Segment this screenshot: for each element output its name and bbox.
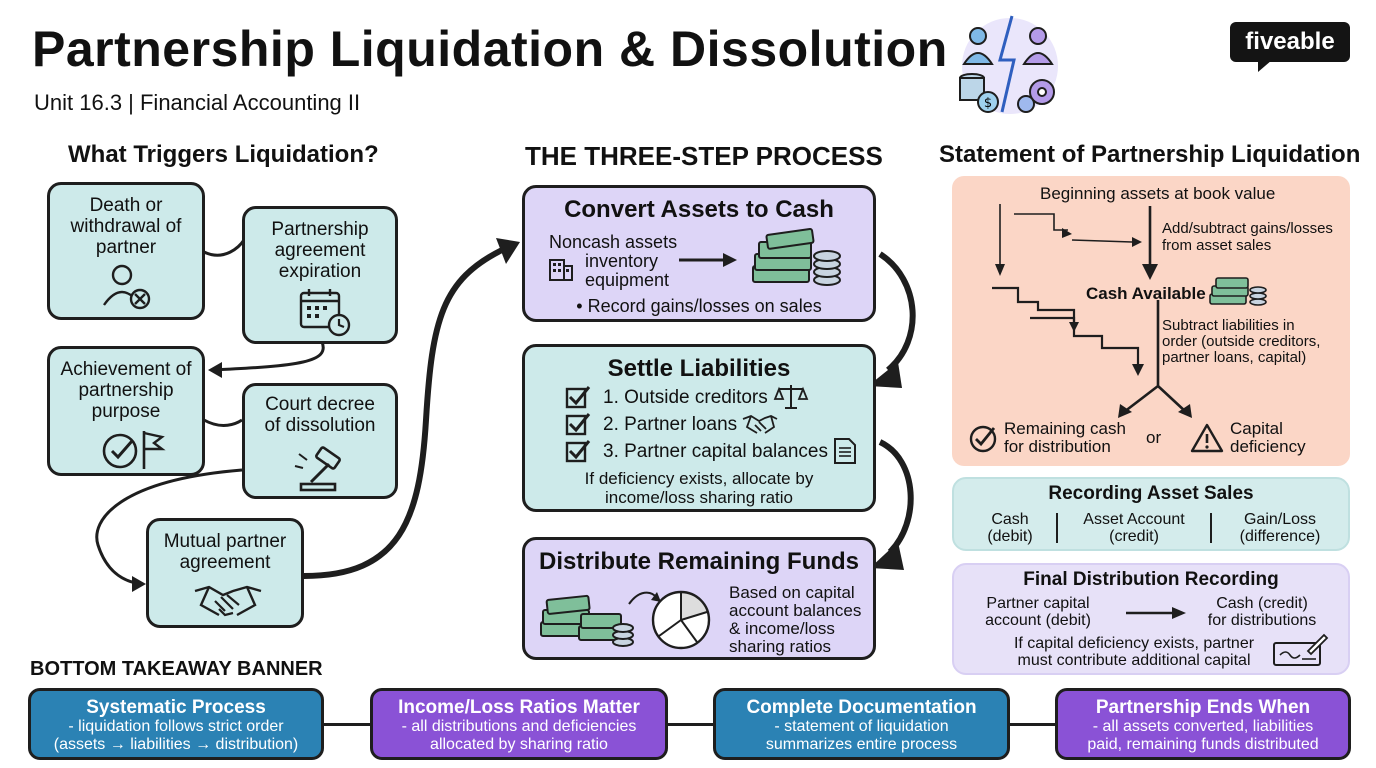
liability-item: 1. Outside creditors (603, 387, 768, 408)
money-to-pie-icon (540, 590, 711, 650)
scales-icon (773, 385, 809, 409)
beginning-assets: Beginning assets at book value (1040, 184, 1276, 203)
column-divider (1210, 513, 1212, 543)
statement-flow-arrows (992, 204, 1192, 418)
takeaway-detail: (assets → liabilities → distribution) (53, 736, 299, 753)
noncash-asset-list: inventory equipment (585, 251, 670, 290)
takeaway-detail: - all distributions and deficiencies (401, 718, 637, 735)
step-title: Settle Liabilities (607, 355, 791, 382)
document-icon (834, 438, 856, 464)
takeaway-detail: - liquidation follows strict order (68, 718, 284, 735)
statement-heading: Statement of Partnership Liquidation (939, 141, 1361, 168)
final-distribution-recording: Final Distribution Recording Partner cap… (952, 563, 1350, 675)
checkbox-icon (565, 386, 591, 409)
record-gains-note: • Record gains/losses on sales (576, 296, 822, 316)
arrow-right-icon (1126, 607, 1186, 619)
trigger-label: Achievement of partnership purpose (60, 359, 192, 422)
distribution-basis: Based on capital account balances & inco… (729, 583, 862, 656)
takeaway-detail: allocated by sharing ratio (430, 736, 608, 753)
takeaway-heading: BOTTOM TAKEAWAY BANNER (30, 658, 323, 680)
journal-col-cash: Cash (debit) (987, 511, 1033, 545)
user-x-icon (103, 264, 151, 310)
trigger-purpose-achieved: Achievement of partnership purpose (47, 346, 205, 476)
subtract-liabilities-step: Subtract liabilities in order (outside c… (1162, 317, 1321, 366)
takeaway-title: Systematic Process (86, 697, 266, 718)
capital-deficiency-outcome: Capital deficiency (1230, 419, 1306, 456)
or-label: or (1146, 428, 1162, 447)
check-circle-icon (969, 425, 997, 453)
liability-item: 3. Partner capital balances (603, 441, 828, 462)
page-title: Partnership Liquidation & Dissolution (32, 21, 948, 77)
gavel-icon (294, 446, 341, 492)
deficiency-note: If deficiency exists, allocate by income… (584, 469, 814, 507)
step-title: Convert Assets to Cash (564, 196, 834, 223)
cash-icon (1209, 277, 1267, 306)
step-distribute-funds: Distribute Remaining Funds Based on capi… (522, 537, 876, 660)
brand-logo: fiveable (1230, 22, 1350, 72)
trigger-agreement-expiration: Partnership agreement expiration (242, 206, 398, 344)
partner-capital-debit: Partner capital account (debit) (985, 595, 1091, 629)
step-title: Distribute Remaining Funds (538, 548, 859, 575)
trigger-label: Mutual partner agreement (163, 531, 287, 573)
gains-losses-step: Add/subtract gains/losses from asset sal… (1162, 220, 1333, 254)
checkbox-icon (565, 413, 591, 436)
final-distribution-title: Final Distribution Recording (1023, 569, 1279, 590)
takeaway-ratios-matter: Income/Loss Ratios Matter - all distribu… (370, 688, 668, 760)
check-signature-icon (1273, 633, 1329, 666)
takeaway-detail: summarizes entire process (765, 736, 958, 753)
trigger-label: Partnership agreement expiration (271, 219, 369, 282)
takeaway-partnership-ends: Partnership Ends When - all assets conve… (1055, 688, 1351, 760)
brand-name: fiveable (1245, 28, 1335, 55)
noncash-assets-label: Noncash assets (549, 232, 678, 252)
check-flag-icon (102, 431, 166, 469)
building-icon (549, 259, 573, 281)
deficiency-contribution-note: If capital deficiency exists, partner mu… (1013, 635, 1255, 669)
takeaway-systematic-process: Systematic Process - liquidation follows… (28, 688, 324, 760)
takeaway-title: Income/Loss Ratios Matter (398, 697, 640, 718)
journal-col-asset: Asset Account (credit) (1083, 511, 1185, 545)
partners-split-icon: $ (959, 15, 1058, 114)
trigger-connectors (95, 238, 520, 592)
recording-sales-title: Recording Asset Sales (1048, 483, 1254, 504)
step-settle-liabilities: Settle Liabilities 1. Outside creditors … (522, 344, 876, 512)
cash-credit: Cash (credit) for distributions (1207, 595, 1317, 629)
takeaway-title: Partnership Ends When (1095, 697, 1311, 718)
statement-liquidation: Beginning assets at book value Add/subtr… (952, 176, 1350, 466)
trigger-label: Death or withdrawal of partner (70, 195, 182, 258)
takeaway-detail: - statement of liquidation (774, 718, 949, 735)
handshake-icon (194, 585, 262, 617)
step-convert-assets: Convert Assets to Cash Noncash assets in… (522, 185, 876, 322)
trigger-mutual-agreement: Mutual partner agreement (146, 518, 304, 628)
recording-asset-sales: Recording Asset Sales Cash (debit) Asset… (952, 477, 1350, 551)
banner-connector (320, 723, 1060, 726)
cash-stack-icon (752, 227, 841, 286)
handshake-icon (742, 415, 778, 434)
svg-text:$: $ (984, 96, 992, 111)
trigger-label: Court decree of dissolution (264, 394, 376, 436)
warning-icon (1190, 423, 1224, 453)
page-subtitle: Unit 16.3 | Financial Accounting II (34, 90, 361, 115)
process-heading: THE THREE-STEP PROCESS (525, 141, 883, 171)
checkbox-icon (565, 440, 591, 463)
remaining-cash-outcome: Remaining cash for distribution (1004, 419, 1126, 456)
arrow-right-icon (679, 253, 737, 267)
trigger-death-withdrawal: Death or withdrawal of partner (47, 182, 205, 320)
trigger-court-decree: Court decree of dissolution (242, 383, 398, 499)
calendar-clock-icon (299, 289, 351, 337)
triggers-heading: What Triggers Liquidation? (68, 141, 379, 168)
takeaway-documentation: Complete Documentation - statement of li… (713, 688, 1010, 760)
takeaway-detail: - all assets converted, liabilities (1092, 718, 1314, 735)
takeaway-title: Complete Documentation (746, 697, 977, 718)
process-arrows (868, 251, 916, 570)
cash-available-label: Cash Available (1086, 284, 1206, 303)
takeaway-detail: paid, remaining funds distributed (1087, 736, 1319, 753)
column-divider (1056, 513, 1058, 543)
liability-item: 2. Partner loans (603, 414, 738, 435)
journal-col-gain-loss: Gain/Loss (difference) (1239, 511, 1321, 545)
